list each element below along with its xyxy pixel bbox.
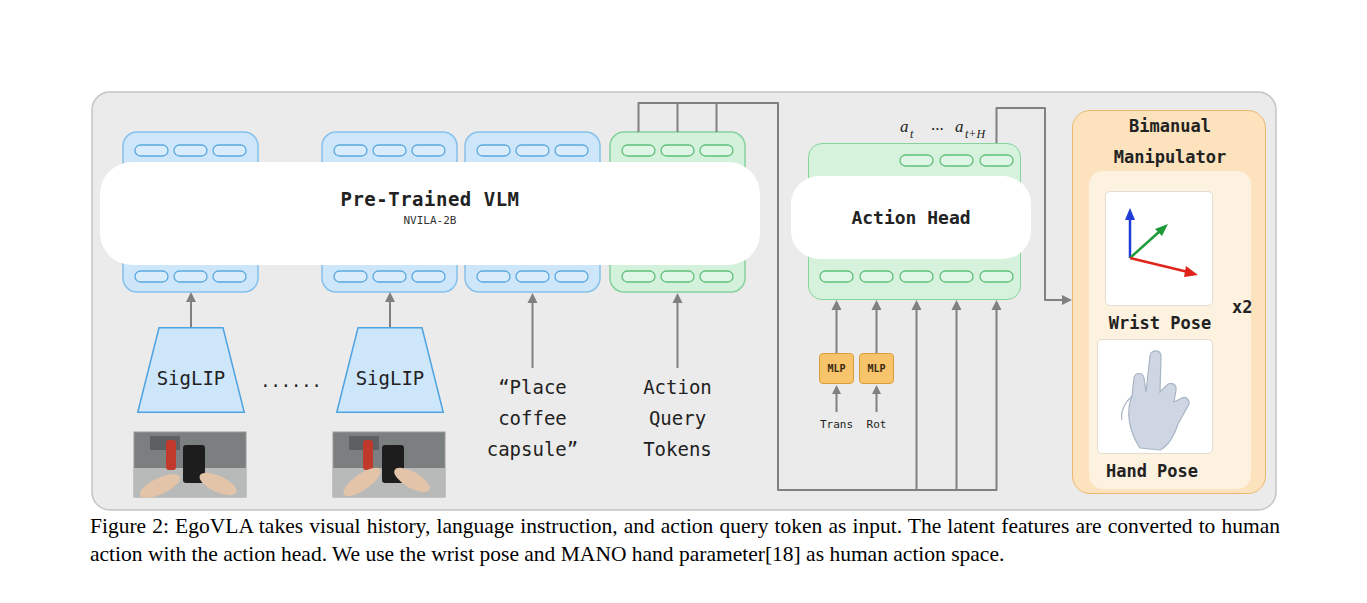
mlp-box: MLP (819, 353, 854, 384)
module-name: Action Head (851, 207, 970, 229)
module-name: MLP (827, 363, 845, 375)
action-subscript: t (910, 127, 922, 141)
vlm-panel: Pre-Trained VLM NVILA-2B (100, 162, 760, 265)
encoder-name: SigLIP (137, 367, 245, 389)
instruction-text: “Place coffee capsule” (472, 372, 593, 465)
panel-title: Bimanual Manipulator (1095, 111, 1245, 173)
input-label: Trans (811, 418, 862, 432)
mlp-box: MLP (859, 353, 894, 384)
egocentric-photo (333, 432, 445, 501)
encoder-name: SigLIP (336, 367, 444, 389)
model-variant: NVILA-2B (404, 214, 457, 228)
egocentric-photo (134, 432, 246, 503)
action-subscript: t+H (965, 127, 991, 141)
pose-caption: Wrist Pose (1086, 312, 1234, 334)
encoder-trapezoid: SigLIP (336, 327, 444, 413)
multiplier-label: x2 (1232, 296, 1262, 318)
model-name: Pre-Trained VLM (340, 187, 519, 211)
gray-panel (92, 92, 1276, 510)
ellipsis: ...... (259, 370, 323, 392)
ellipsis: ... (931, 115, 953, 135)
input-label: Action Query Tokens (627, 372, 728, 465)
connector-arrow (186, 292, 196, 327)
pose-box: Hand Pose (1097, 339, 1213, 454)
head-panel: Action Head (791, 176, 1031, 259)
connector-arrow (872, 300, 882, 353)
encoder-trapezoid: SigLIP (137, 327, 245, 413)
figure-caption: Figure 2: EgoVLA takes visual history, l… (90, 512, 1280, 568)
input-label: Rot (851, 418, 902, 432)
connector-arrow (832, 300, 842, 353)
pose-box: Wrist Pose (1105, 191, 1213, 306)
action-head-box: Action Head (808, 143, 1021, 300)
connector-arrow (385, 292, 395, 327)
module-name: MLP (867, 363, 885, 375)
vlm-box: Pre-Trained VLM NVILA-2B (100, 132, 760, 292)
pose-caption: Hand Pose (1078, 460, 1226, 482)
